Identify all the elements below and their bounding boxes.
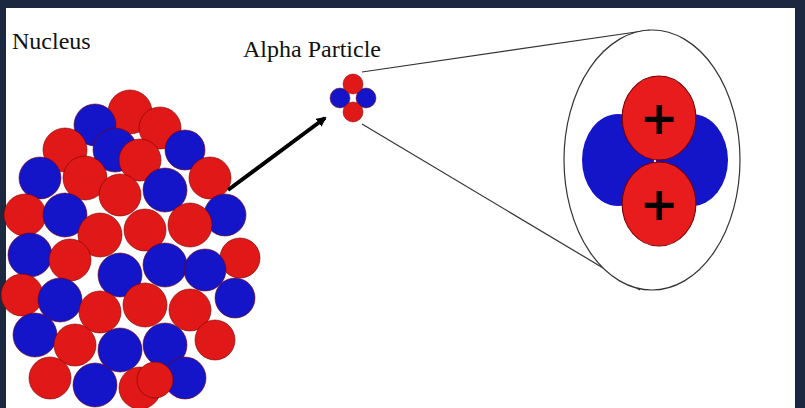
charge-sign: +	[621, 161, 697, 247]
part-label: Alpha Particle	[243, 36, 381, 62]
emission-arrow	[228, 118, 325, 190]
nucleus-cluster	[1, 90, 260, 408]
proton: +	[621, 75, 697, 161]
part-label: Nucleus	[12, 28, 91, 54]
proton: +	[621, 161, 697, 247]
charge-sign: +	[621, 75, 697, 161]
zoom-circle	[564, 30, 740, 290]
alpha-particle-small	[330, 74, 376, 122]
